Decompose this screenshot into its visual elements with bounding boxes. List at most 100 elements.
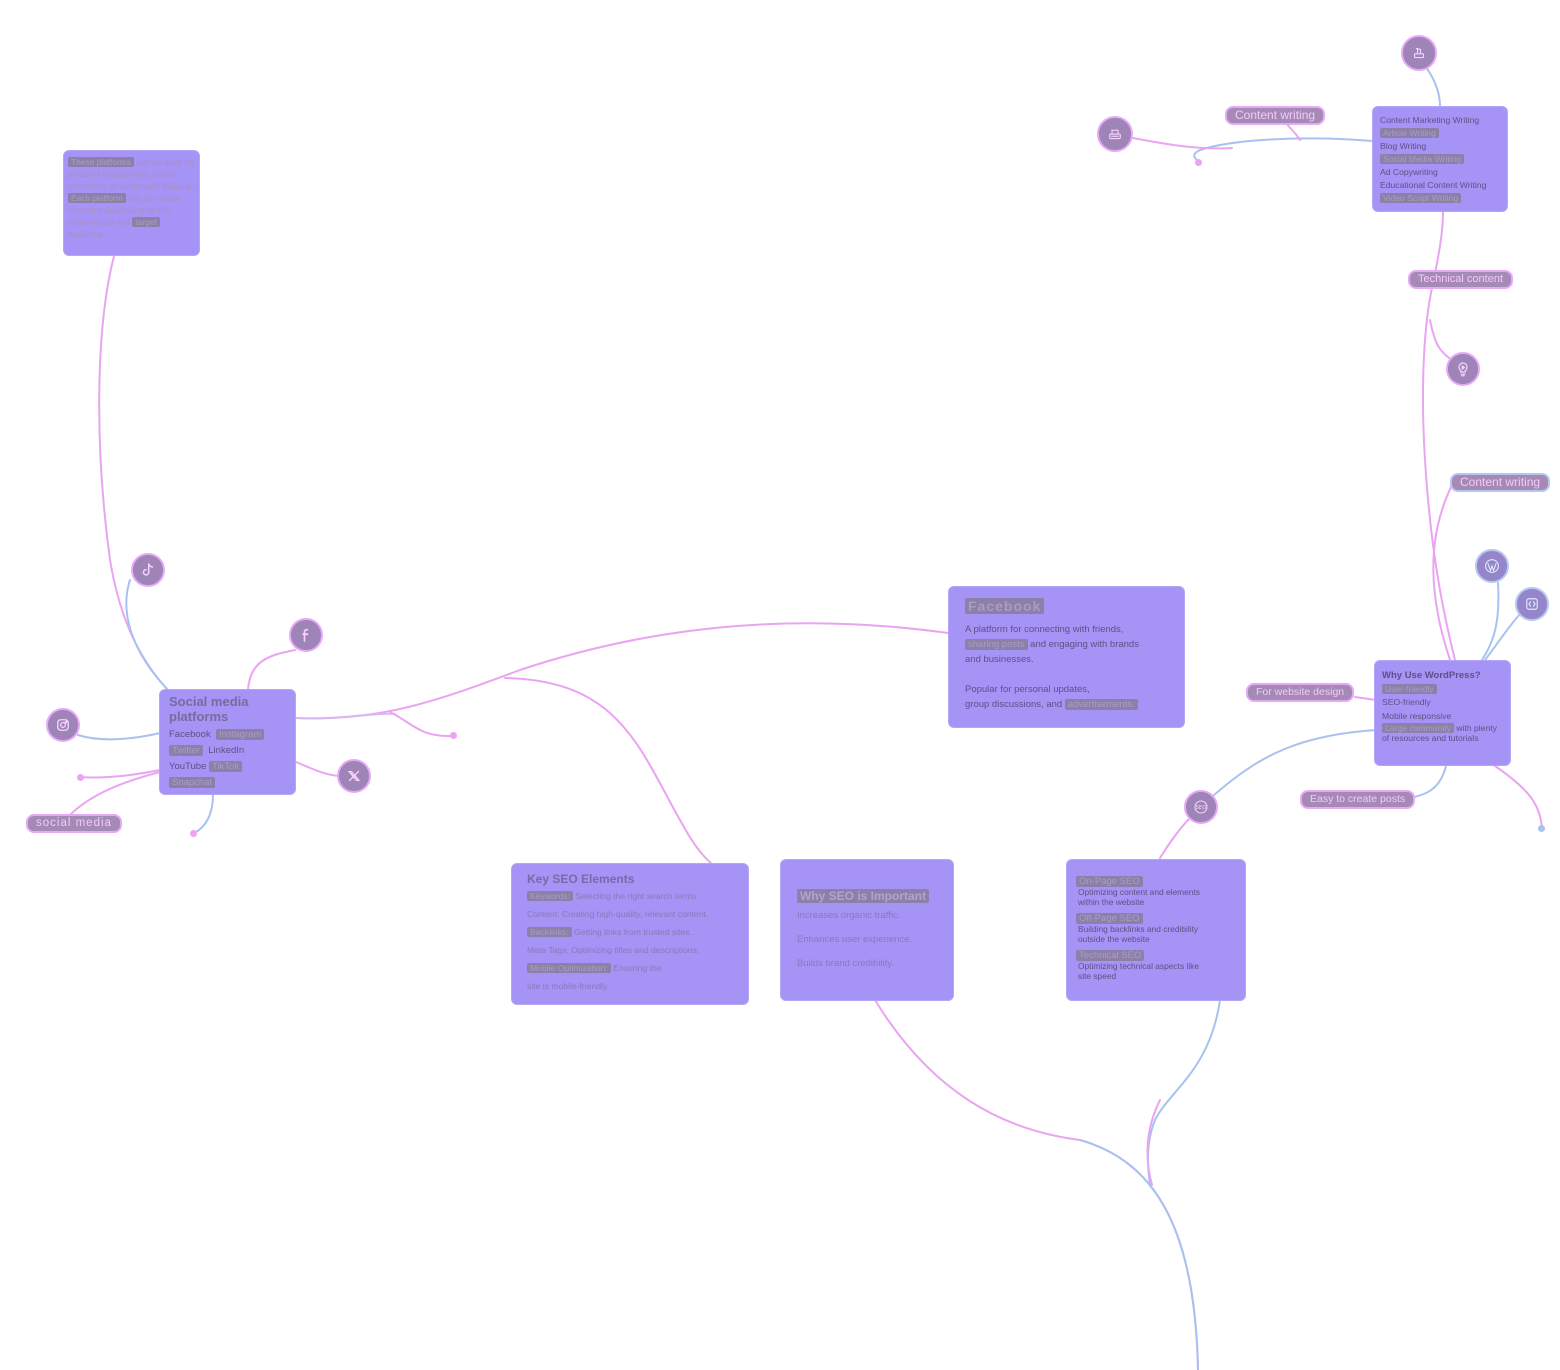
why-seo-line: Builds brand credibility.	[797, 958, 894, 969]
seo-elements-highlight: Mobile Optimization:	[527, 963, 611, 973]
platforms-note-card: These platforms can be used for personal…	[63, 150, 200, 256]
content-writing-top-pill[interactable]: Content writing	[1225, 106, 1326, 125]
seo-elements-line: Selecting the right search terms.	[573, 891, 699, 901]
seo-elements-line: site is mobile-friendly.	[527, 981, 609, 991]
why-use-wordpress-card[interactable]: Why Use WordPress? User-friendly SEO-fri…	[1374, 660, 1511, 766]
connector	[125, 579, 169, 691]
facebook-line: A platform for connecting with friends,	[965, 624, 1124, 635]
why-seo-line: Enhances user experience.	[797, 934, 913, 945]
facebook-card-title: Facebook	[965, 598, 1168, 616]
seo-icon[interactable]: SEO	[1184, 790, 1218, 824]
social-media-pill[interactable]: social media	[26, 814, 122, 833]
social-item-tiktok: TikTok	[208, 761, 243, 772]
facebook-line: and businesses.	[965, 654, 1034, 665]
connector	[1494, 765, 1543, 829]
connector	[1424, 65, 1441, 107]
technical-content-pill[interactable]: Technical content	[1408, 270, 1513, 289]
social-item-snapchat: Snapchat	[169, 777, 216, 788]
connector	[1132, 137, 1233, 150]
social-item-facebook: Facebook	[169, 729, 211, 740]
why-seo-title: Why SEO is Important	[797, 889, 937, 904]
social-media-platforms-card[interactable]: Social media platforms Facebook Instagra…	[159, 689, 296, 795]
seo-elements-line: Getting links from trusted sites.	[571, 927, 693, 937]
lightbulb-icon[interactable]	[1446, 352, 1480, 386]
stamp-icon[interactable]	[1401, 35, 1437, 71]
key-seo-elements-card[interactable]: Key SEO Elements Keywords: Selecting the…	[511, 863, 749, 1005]
seo-elements-title: Key SEO Elements	[527, 872, 635, 886]
note-text: has its unique strengths depending on th…	[68, 193, 180, 227]
connector	[1146, 1099, 1161, 1186]
facebook-highlight: advertisements.	[1064, 699, 1138, 710]
wordpress-icon[interactable]	[1475, 549, 1509, 583]
facebook-highlight: sharing posts	[965, 639, 1028, 650]
wordpress-line: Mobile responsive	[1382, 710, 1452, 721]
social-item-linkedin: LinkedIn	[208, 745, 245, 756]
connector-endpoint	[77, 774, 84, 781]
tiktok-icon[interactable]	[131, 553, 165, 587]
connector	[1354, 696, 1377, 701]
instagram-icon[interactable]	[46, 708, 80, 742]
note-text: audience.	[68, 229, 105, 239]
connector	[1193, 137, 1373, 163]
connector	[1432, 484, 1453, 661]
connector	[1079, 1139, 1199, 1370]
connector	[247, 649, 296, 691]
connector	[193, 794, 214, 834]
connector	[1481, 582, 1500, 661]
writing-highlight: Video Script Writing	[1380, 193, 1462, 203]
wordpress-title: Why Use WordPress?	[1382, 670, 1481, 681]
connector-endpoint	[190, 830, 197, 837]
connector-endpoint	[1195, 159, 1202, 166]
note-highlight: These platforms	[68, 157, 135, 167]
seo-types-card[interactable]: On-Page SEO Optimizing content and eleme…	[1066, 859, 1246, 1001]
typewriter-icon[interactable]	[1097, 116, 1133, 152]
connector-endpoint	[450, 732, 457, 739]
connector	[1213, 729, 1377, 796]
note-highlight: Each platform	[68, 193, 126, 203]
facebook-line: Popular for personal updates,	[965, 684, 1090, 695]
why-seo-important-card[interactable]: Why SEO is Important Increases organic t…	[780, 859, 954, 1001]
seo-elements-highlight: Backlinks:	[527, 927, 572, 937]
note-text: can be used for personal engagement, bra…	[68, 157, 195, 191]
writing-line: Ad Copywriting	[1380, 167, 1438, 177]
on-page-seo-title: On-Page SEO	[1076, 876, 1143, 887]
connector-endpoint	[1538, 825, 1545, 832]
connector	[504, 677, 713, 865]
wordpress-line: with plenty	[1453, 723, 1497, 733]
seo-type-desc: Optimizing content and elements	[1078, 887, 1200, 897]
facebook-card[interactable]: Facebook A platform for connecting with …	[948, 586, 1185, 728]
technical-seo-title: Technical SEO	[1076, 950, 1145, 961]
writing-line: Blog Writing	[1380, 141, 1427, 151]
seo-elements-line: Content: Creating high-quality, relevant…	[527, 909, 709, 919]
social-item-instagram: Instagram	[216, 729, 265, 740]
facebook-title-text: Facebook	[965, 598, 1045, 614]
connector	[69, 771, 161, 816]
social-item-twitter: Twitter	[169, 745, 203, 756]
connector	[77, 732, 161, 741]
seo-elements-line: Meta Tags: Optimizing titles and descrip…	[527, 945, 700, 955]
seo-elements-line: Ensuring the	[610, 963, 662, 973]
facebook-icon[interactable]	[289, 618, 323, 652]
facebook-line: and engaging with brands	[1027, 639, 1139, 650]
svg-text:SEO: SEO	[1196, 805, 1207, 811]
seo-type-desc: within the website	[1078, 897, 1145, 907]
social-card-title: Social media platforms	[169, 694, 249, 724]
wordpress-highlight: User-friendly	[1382, 683, 1437, 694]
off-page-seo-title: Off-Page SEO	[1076, 913, 1143, 924]
wordpress-line: SEO-friendly	[1382, 697, 1431, 707]
code-icon[interactable]	[1515, 587, 1549, 621]
seo-elements-highlight: Keywords:	[527, 891, 574, 901]
x-icon[interactable]	[337, 759, 371, 793]
content-writing-right-pill[interactable]: Content writing	[1450, 473, 1551, 492]
easy-to-create-posts-pill[interactable]: Easy to create posts	[1300, 790, 1416, 809]
wordpress-line: of resources and tutorials	[1382, 733, 1479, 743]
connector	[1484, 613, 1521, 661]
for-website-design-pill[interactable]: For website design	[1246, 683, 1355, 702]
writing-line: Content Marketing Writing	[1380, 115, 1480, 125]
note-highlight: target	[132, 217, 160, 227]
content-writing-types-card[interactable]: Content Marketing Writing Article Writin…	[1372, 106, 1508, 212]
connector	[98, 255, 169, 691]
seo-type-desc: Optimizing technical aspects like	[1078, 961, 1200, 971]
writing-line: Educational Content Writing	[1380, 180, 1487, 190]
